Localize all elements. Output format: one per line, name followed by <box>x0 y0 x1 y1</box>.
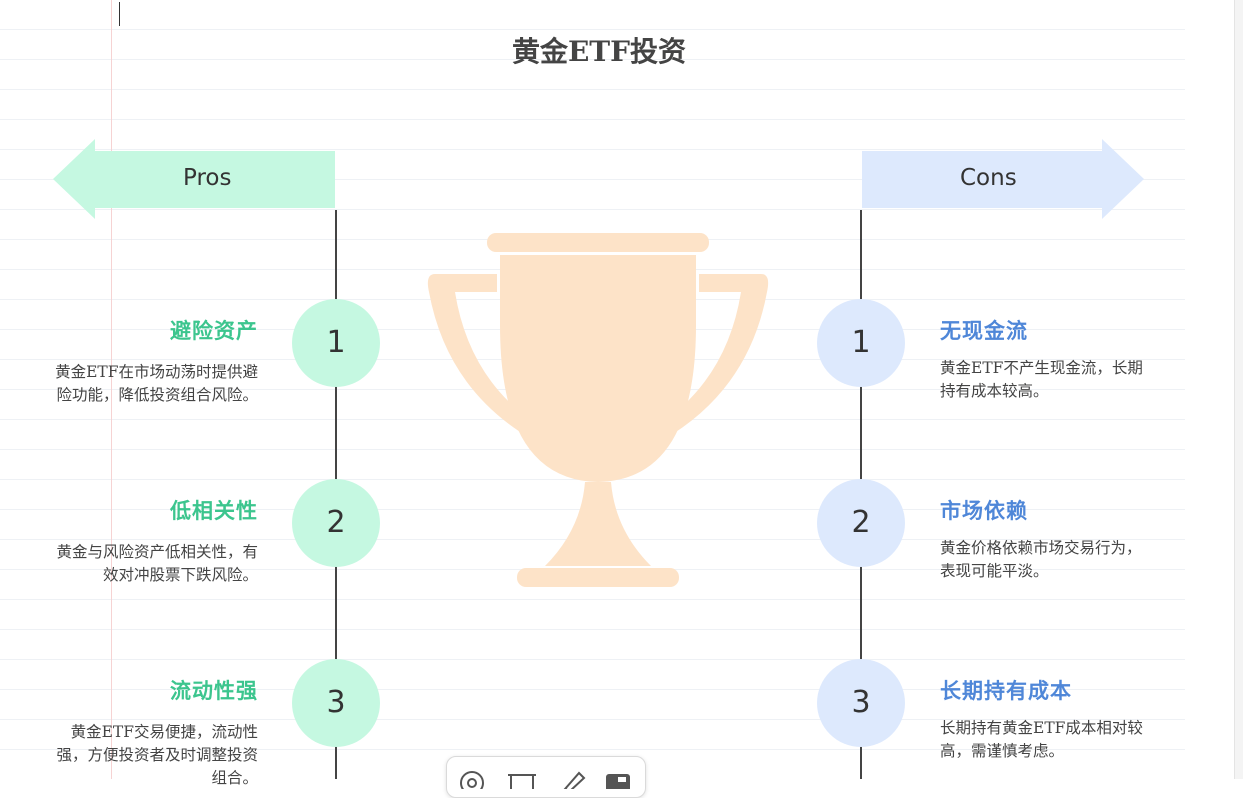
cons-title-3: 长期持有成本 <box>940 678 1072 703</box>
cons-title-2: 市场依赖 <box>940 498 1028 523</box>
cons-title-1: 无现金流 <box>940 318 1028 343</box>
pros-number-1: 1 <box>292 299 380 387</box>
pros-desc-1: 黄金ETF在市场动荡时提供避险功能，降低投资组合风险。 <box>55 363 258 404</box>
pros-title-1: 避险资产 <box>170 318 258 343</box>
cons-number-2: 2 <box>817 479 905 567</box>
pros-header-arrow: Pros <box>53 139 343 219</box>
cons-header-label: Cons <box>960 165 1017 191</box>
right-gutter <box>1185 0 1243 779</box>
cons-header-arrow: Cons <box>862 139 1152 219</box>
cons-number-3: 3 <box>817 659 905 747</box>
pros-desc-3: 黄金ETF交易便捷，流动性强，方便投资者及时调整投资组合。 <box>56 723 258 787</box>
cons-number-1: 1 <box>817 299 905 387</box>
cons-desc-3: 长期持有黄金ETF成本相对较高，需谨慎考虑。 <box>940 719 1143 760</box>
at-sign-icon[interactable] <box>457 769 487 789</box>
pros-desc-2: 黄金与风险资产低相关性，有效对冲股票下跌风险。 <box>56 543 258 584</box>
pen-icon[interactable] <box>559 769 589 789</box>
cons-desc-1: 黄金ETF不产生现金流，长期持有成本较高。 <box>940 359 1143 400</box>
pros-number-3: 3 <box>292 659 380 747</box>
card-icon[interactable] <box>603 769 633 789</box>
vertical-scrollbar[interactable] <box>1234 0 1243 779</box>
bottom-toolbar <box>446 756 646 798</box>
pros-title-2: 低相关性 <box>170 498 258 523</box>
frame-icon[interactable] <box>507 769 537 789</box>
page-title: 黄金ETF投资 <box>511 35 687 68</box>
trophy-icon <box>425 230 775 594</box>
pros-header-label: Pros <box>183 165 232 191</box>
text-caret <box>119 2 120 26</box>
pros-title-3: 流动性强 <box>170 678 258 703</box>
margin-line <box>111 0 112 779</box>
cons-desc-2: 黄金价格依赖市场交易行为，表现可能平淡。 <box>940 539 1142 580</box>
pros-number-2: 2 <box>292 479 380 567</box>
